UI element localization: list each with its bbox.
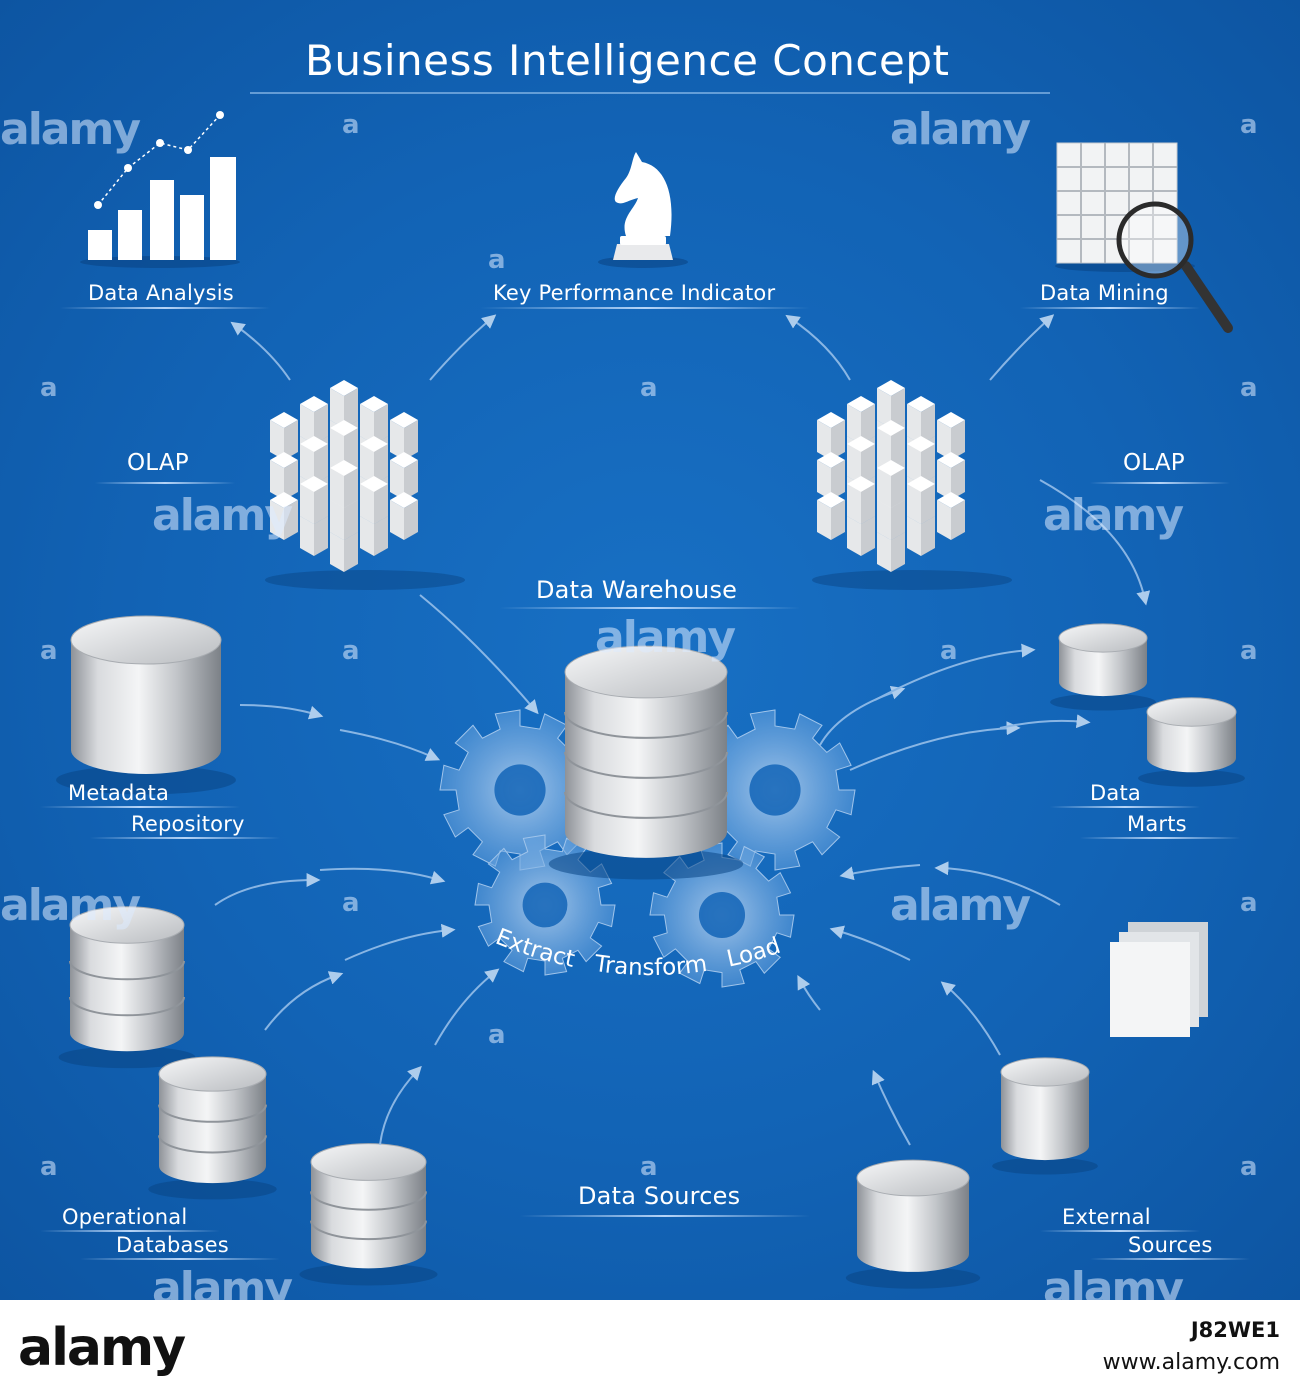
data-sources-underline (520, 1215, 810, 1217)
external-cylinder-2 (845, 1159, 981, 1289)
data-marts-label-line2: Marts (1127, 812, 1187, 836)
watermark: alamy (890, 880, 1031, 931)
olap-left-underline (95, 482, 235, 484)
watermark-letter: a (1240, 373, 1258, 403)
data-warehouse-underline (500, 607, 800, 609)
watermark-letter: a (488, 1020, 506, 1050)
metadata-underline1 (40, 806, 240, 808)
page-title: Business Intelligence Concept (305, 36, 950, 85)
watermark: alamy (152, 490, 293, 541)
etl-transform-text: Transform (592, 951, 709, 981)
metadata-label-line1: Metadata (68, 781, 170, 805)
external-underline1 (1040, 1230, 1200, 1232)
operational-underline1 (40, 1230, 220, 1232)
olap-cube-right (812, 570, 1012, 590)
kpi-label: Key Performance Indicator (493, 281, 776, 305)
metadata-underline2 (90, 837, 280, 839)
flow-arrows (214, 314, 1151, 1146)
database-cylinders (56, 615, 1245, 1289)
watermark: alamy (1043, 1263, 1184, 1300)
diagram-canvas: Extract Transform Load Business Intellig… (0, 0, 1300, 1300)
data-grid-magnifier-icon (1055, 142, 1233, 333)
operational-underline2 (80, 1258, 280, 1260)
watermark: alamy (890, 104, 1031, 155)
olap-cube-left (265, 570, 465, 590)
data-mining-underline (1020, 307, 1200, 309)
watermark: alamy (152, 1263, 293, 1300)
watermark-letter: a (1240, 636, 1258, 666)
external-label-line2: Sources (1128, 1233, 1213, 1257)
external-cylinder-1 (992, 1057, 1098, 1175)
watermark: alamy (595, 612, 736, 663)
watermark: alamy (1043, 490, 1184, 541)
data-mart-cylinder-1 (1050, 623, 1156, 711)
external-label-line1: External (1062, 1205, 1151, 1229)
external-underline2 (1090, 1258, 1250, 1260)
warehouse-cylinder (548, 645, 744, 880)
olap-cube-left-shape (270, 380, 418, 572)
operational-cylinder-2 (148, 1056, 277, 1200)
olap-cube-right-shape (817, 380, 965, 572)
watermark-letter: a (940, 636, 958, 666)
kpi-underline (480, 307, 810, 309)
watermark-letter: a (640, 1152, 658, 1182)
footer-bar: alamy J82WE1 www.alamy.com (0, 1300, 1300, 1390)
bar-chart-icon (80, 111, 240, 268)
operational-cylinder-3 (299, 1143, 438, 1286)
footer-url: www.alamy.com (1102, 1350, 1280, 1375)
metadata-label-line2: Repository (131, 812, 245, 836)
olap-right-underline (1090, 482, 1230, 484)
watermark-letter: a (40, 373, 58, 403)
title-underline (250, 92, 1050, 94)
operational-label-line2: Databases (116, 1233, 229, 1257)
metadata-cylinder (56, 615, 236, 795)
watermark-letter: a (488, 245, 506, 275)
diagram-artwork: Extract Transform Load (56, 92, 1245, 1289)
watermark-letter: a (1240, 1152, 1258, 1182)
olap-right-label: OLAP (1123, 450, 1185, 476)
watermark-letter: a (1240, 110, 1258, 140)
watermark-letter: a (342, 110, 360, 140)
data-analysis-label: Data Analysis (88, 281, 234, 305)
data-analysis-underline (60, 307, 270, 309)
operational-label-line1: Operational (62, 1205, 188, 1229)
data-marts-underline2 (1080, 837, 1240, 839)
operational-cylinder-1 (58, 906, 196, 1069)
data-marts-underline1 (1050, 806, 1200, 808)
data-sources-label: Data Sources (578, 1182, 741, 1210)
watermark: alamy (0, 104, 141, 155)
data-mart-cylinder-2 (1138, 697, 1245, 787)
watermark-letter: a (40, 1152, 58, 1182)
watermark-letter: a (40, 636, 58, 666)
footer-image-id: J82WE1 (1190, 1318, 1280, 1342)
watermark-letter: a (1240, 888, 1258, 918)
data-marts-label-line1: Data (1090, 781, 1141, 805)
etl-gears-icon (439, 709, 856, 988)
watermark-letter: a (640, 373, 658, 403)
footer-logo: alamy (18, 1318, 186, 1378)
watermark-letter: a (342, 888, 360, 918)
data-warehouse-label: Data Warehouse (536, 576, 738, 604)
olap-left-label: OLAP (127, 450, 189, 476)
watermark: alamy (0, 880, 141, 931)
watermark-letter: a (342, 636, 360, 666)
document-stack-icon (1110, 922, 1208, 1037)
data-mining-label: Data Mining (1040, 281, 1169, 305)
chess-knight-icon (598, 152, 688, 268)
